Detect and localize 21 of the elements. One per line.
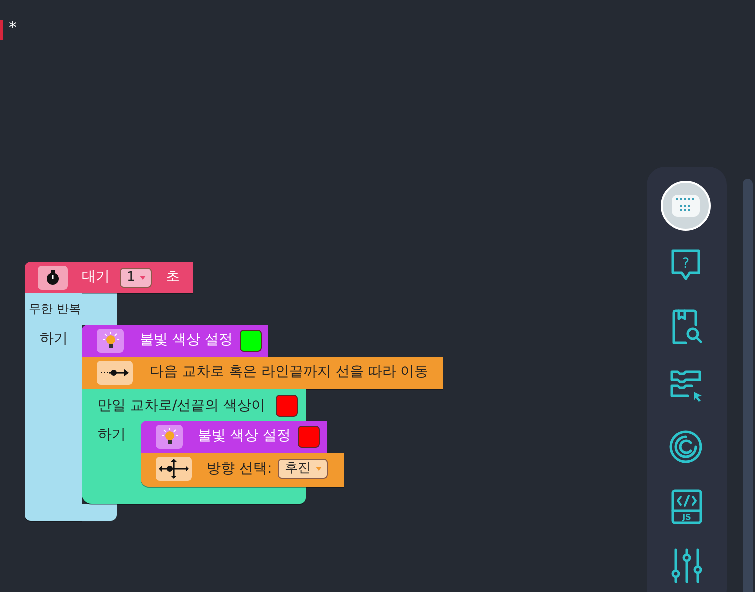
- help-icon: ?: [671, 249, 701, 283]
- block-label: 하기: [98, 426, 126, 444]
- code-block: [82, 357, 443, 389]
- block-label: 불빛 색상 설정: [198, 427, 291, 445]
- dropdown: 1: [120, 268, 152, 288]
- block-label: 하기: [40, 330, 68, 348]
- dropdown: 후진: [278, 459, 328, 479]
- block-label: 무한 반복: [29, 301, 81, 318]
- code-block: [141, 421, 327, 453]
- code-block: [141, 453, 344, 487]
- block-label: 방향 선택:: [207, 460, 272, 478]
- block-label: 초: [166, 268, 180, 286]
- unsaved-mark: *: [9, 18, 17, 37]
- block-label: 대기: [82, 268, 110, 286]
- javascript-file-icon: JS: [671, 489, 703, 525]
- code-block: [25, 262, 193, 293]
- block-label: 다음 교차로 혹은 라인끝까지 선을 따라 이동: [150, 363, 429, 381]
- code-block: [25, 293, 82, 521]
- code-block: [82, 325, 268, 357]
- block-label: 불빛 색상 설정: [140, 331, 233, 349]
- block-label: 만일 교차로/선끝의 색상이: [98, 397, 266, 415]
